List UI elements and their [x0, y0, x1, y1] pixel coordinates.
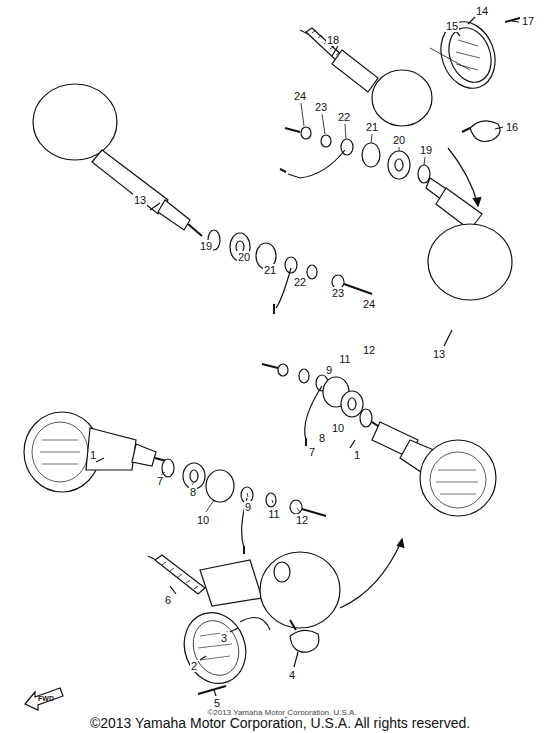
callout-number: 17 — [521, 15, 535, 27]
callout-number: 10 — [331, 422, 345, 434]
washer-stack-top — [280, 103, 430, 183]
callout-number: 3 — [220, 632, 228, 644]
callout-number: 18 — [326, 34, 340, 46]
flasher-13-right — [426, 178, 512, 346]
callout-number: 8 — [189, 486, 197, 498]
callout-number: 16 — [505, 121, 519, 133]
callout-number: 21 — [365, 121, 379, 133]
flasher-1-left — [24, 412, 326, 554]
callout-number: 20 — [237, 251, 251, 263]
callout-number: 12 — [295, 514, 309, 526]
callout-number: 21 — [263, 264, 277, 276]
callout-number: 24 — [293, 90, 307, 102]
callout-number: 24 — [362, 298, 376, 310]
callout-number: 19 — [419, 144, 433, 156]
callout-number: 23 — [331, 287, 345, 299]
callout-number: 13 — [432, 348, 446, 360]
callout-number: 9 — [325, 364, 333, 376]
callout-number: 22 — [293, 276, 307, 288]
callout-number: 11 — [338, 353, 351, 365]
callout-number: 10 — [196, 514, 210, 526]
forward-arrow — [25, 688, 63, 710]
flasher-assembly-bottom — [148, 539, 404, 696]
callout-number: 22 — [337, 111, 351, 123]
callout-number: 4 — [288, 669, 296, 681]
callout-number: 6 — [164, 594, 172, 606]
callout-number: 13 — [133, 194, 147, 206]
callout-number: 20 — [392, 134, 406, 146]
callout-number: 1 — [353, 449, 361, 461]
callout-number: 14 — [475, 5, 489, 17]
callout-number: 23 — [314, 101, 328, 113]
callout-number: 7 — [308, 446, 316, 458]
callout-number: 8 — [318, 432, 326, 444]
callout-number: 2 — [190, 660, 198, 672]
callout-number: 9 — [244, 501, 252, 513]
callout-number: 11 — [267, 508, 280, 520]
callout-number: 19 — [199, 240, 213, 252]
callout-number: 7 — [156, 475, 164, 487]
flasher-13-left — [33, 84, 372, 314]
flasher-1-right — [262, 356, 496, 516]
callout-number: 12 — [362, 344, 376, 356]
flasher-assembly-top — [300, 14, 520, 206]
copyright-footer: ©2013 Yamaha Motor Corporation, U.S.A. A… — [89, 715, 471, 731]
callout-number: 1 — [89, 449, 97, 461]
callout-number: 15 — [445, 20, 459, 32]
fwd-label: FWD — [37, 695, 55, 703]
